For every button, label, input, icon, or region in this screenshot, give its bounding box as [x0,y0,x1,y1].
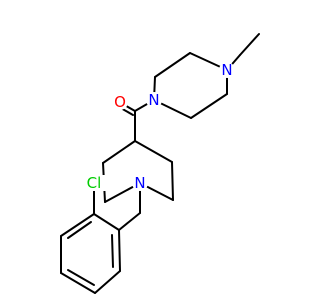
atom-label-n-piperidine: N [134,174,145,192]
bond-piperidine-c4-c3 [134,140,173,163]
atom-label-n-piperazine-top: N [221,61,232,79]
atom-o-carbonyl: O [112,93,128,111]
bond-ch2-aryl [118,212,141,231]
molecule-structure-diagram: N N O N Cl [60,33,260,294]
atom-label-o-carbonyl: O [114,93,126,111]
bond-benzene-inner-3 [111,234,114,268]
atom-n-piperazine-bottom: N [146,91,162,109]
atom-labels: N N O N Cl [81,61,235,192]
bond-ethyl-ch3-ch2 [239,33,260,56]
bond-benzene-c2-c3 [60,213,95,237]
bond-benzene-c5-c6 [94,270,121,294]
bond-benzene-inner-2 [67,269,95,286]
atom-label-n-piperazine-bottom: N [148,91,159,109]
bond-piperidine-c3-c2 [171,161,174,201]
atom-cl: Cl [81,174,107,192]
atom-n-piperidine: N [132,174,148,192]
atom-n-piperazine-top: N [219,61,235,79]
bond-piperazine-cbottom-cright [190,93,228,119]
atom-label-cl: Cl [87,174,102,192]
bond-benzene-c4-c5 [60,272,96,294]
bond-piperidine-c5-c4 [102,140,136,164]
bond-benzene-c6-c1 [118,229,121,272]
bond-piperazine-ctop-cleft [154,52,191,78]
bond-benzene-inner-1 [67,221,92,239]
bond-benzene-c1-c2 [93,213,120,231]
